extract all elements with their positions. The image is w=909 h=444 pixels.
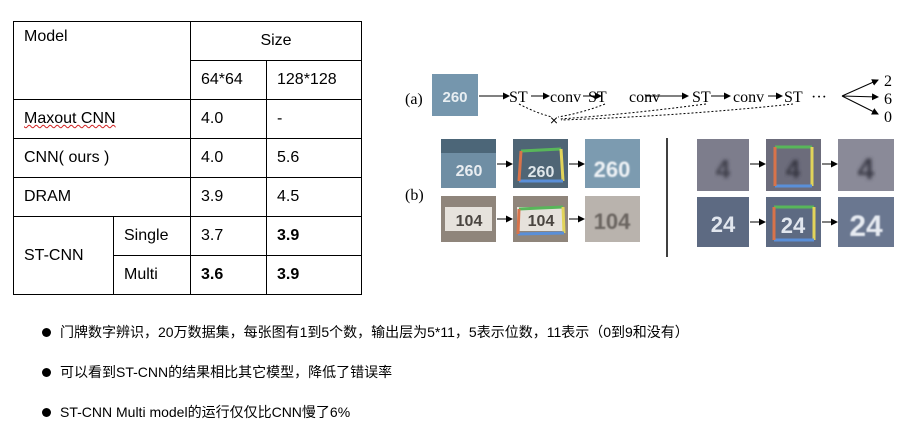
sample-localized-24: 24 — [766, 197, 821, 247]
model-header-cell: Model — [13, 21, 191, 100]
sample-text: 4 — [716, 154, 731, 184]
input-image-a: 260 — [432, 74, 478, 116]
sample-output-260: 260 — [585, 139, 640, 188]
output-arrow — [841, 79, 879, 97]
st-box-green — [520, 147, 562, 153]
cross-mark: × — [550, 112, 558, 128]
conv-token: conv — [629, 89, 660, 106]
sample-input-104: 104 — [441, 196, 496, 242]
size-header-cell: Size — [190, 21, 362, 61]
sample-output-24: 24 — [838, 197, 894, 247]
bullet-item: ST-CNN Multi model的运行仅仅比CNN慢了6% — [42, 402, 689, 422]
value-cell: 3.9 — [190, 177, 267, 217]
sample-output-104: 104 — [585, 196, 640, 242]
ellipsis-token: ··· — [811, 89, 827, 106]
stcnn-model-cell: ST-CNN — [13, 216, 114, 295]
output-arrow — [841, 93, 879, 101]
sample-text: 24 — [849, 210, 883, 243]
sample-input-24: 24 — [697, 197, 749, 247]
sample-localized-104: 104 — [513, 196, 568, 242]
sample-text: 24 — [781, 213, 806, 238]
st-box-orange — [517, 150, 523, 182]
st-box-green — [518, 205, 564, 211]
st-box-orange — [516, 208, 521, 235]
bullet-item: 可以看到ST-CNN的结果相比其它模型，降低了错误率 — [42, 362, 689, 382]
conv-token: conv — [733, 89, 764, 106]
value-cell: - — [266, 99, 362, 139]
table-subheader-row: 64*64 128*128 — [14, 60, 362, 100]
sample-text: 4 — [858, 153, 875, 186]
sample-output-4: 4 — [838, 139, 894, 191]
sample-text: 104 — [456, 213, 483, 230]
st-token: ST — [784, 89, 803, 106]
sample-localized-260: 260 — [513, 139, 568, 188]
table-row: Multi 3.6 3.9 — [14, 255, 362, 295]
sample-input-260: 260 — [441, 139, 496, 188]
output-arrow — [841, 95, 879, 115]
sample-text: 4 — [786, 154, 801, 184]
st-box-yellow — [561, 206, 566, 234]
bullet-text: ST-CNN Multi model的运行仅仅比CNN慢了6% — [60, 404, 351, 420]
pipeline: ST conv ST conv ST conv ST ··· — [509, 89, 827, 106]
sample-text: 260 — [528, 164, 555, 181]
value-cell: 3.7 — [190, 216, 267, 256]
sample-text: 104 — [528, 213, 555, 230]
model-name: Maxout CNN — [24, 110, 116, 127]
conv-token: conv — [550, 89, 581, 106]
dotted-arrow — [559, 103, 707, 120]
output-digit: 6 — [884, 91, 892, 108]
bullet-item: 门牌数字辨识，20万数据集，每张图有1到5个数，输出层为5*11，5表示位数，1… — [42, 322, 689, 342]
model-cell: CNN( ours ) — [13, 138, 191, 178]
st-token: ST — [588, 89, 607, 106]
dotted-arrow — [560, 103, 794, 121]
sample-text: 260 — [594, 157, 631, 182]
bullet-text: 可以看到ST-CNN的结果相比其它模型，降低了错误率 — [60, 364, 393, 380]
st-token: ST — [509, 89, 528, 106]
output-digit: 2 — [884, 73, 892, 90]
table-row: Maxout CNN 4.0 - — [13, 99, 362, 139]
label-b: (b) — [405, 187, 424, 204]
dotted-arrow — [557, 103, 606, 118]
st-box-yellow — [559, 148, 565, 182]
st-box-blue — [517, 231, 565, 236]
output-digit: 0 — [884, 109, 892, 126]
sample-text: 260 — [456, 163, 483, 180]
bullet-dot — [42, 328, 51, 337]
dotted-arrow — [518, 103, 553, 118]
size-128-header: 128*128 — [266, 60, 362, 100]
st-token: ST — [692, 89, 711, 106]
sample-input-4: 4 — [697, 139, 749, 191]
value-cell-best: 3.6 — [190, 255, 267, 295]
table-row: CNN( ours ) 4.0 5.6 — [13, 138, 362, 178]
input-digits-a: 260 — [442, 89, 467, 106]
results-table: Model Size 64*64 128*128 Maxout CNN 4.0 … — [13, 21, 362, 295]
bullet-dot — [42, 408, 51, 417]
table-row: DRAM 3.9 4.5 — [13, 177, 362, 217]
sample-localized-4: 4 — [766, 139, 821, 191]
bullet-list: 门牌数字辨识，20万数据集，每张图有1到5个数，输出层为5*11，5表示位数，1… — [42, 322, 689, 442]
value-cell-best: 3.9 — [266, 255, 362, 295]
bullet-dot — [42, 368, 51, 377]
table-header-row: Model Size — [13, 21, 362, 100]
variant-cell: Multi — [113, 255, 191, 295]
sample-text: 24 — [711, 212, 736, 237]
sample-text: 104 — [594, 209, 631, 234]
value-cell: 4.5 — [266, 177, 362, 217]
label-a: (a) — [405, 91, 423, 108]
bullet-text: 门牌数字辨识，20万数据集，每张图有1到5个数，输出层为5*11，5表示位数，1… — [60, 324, 689, 340]
